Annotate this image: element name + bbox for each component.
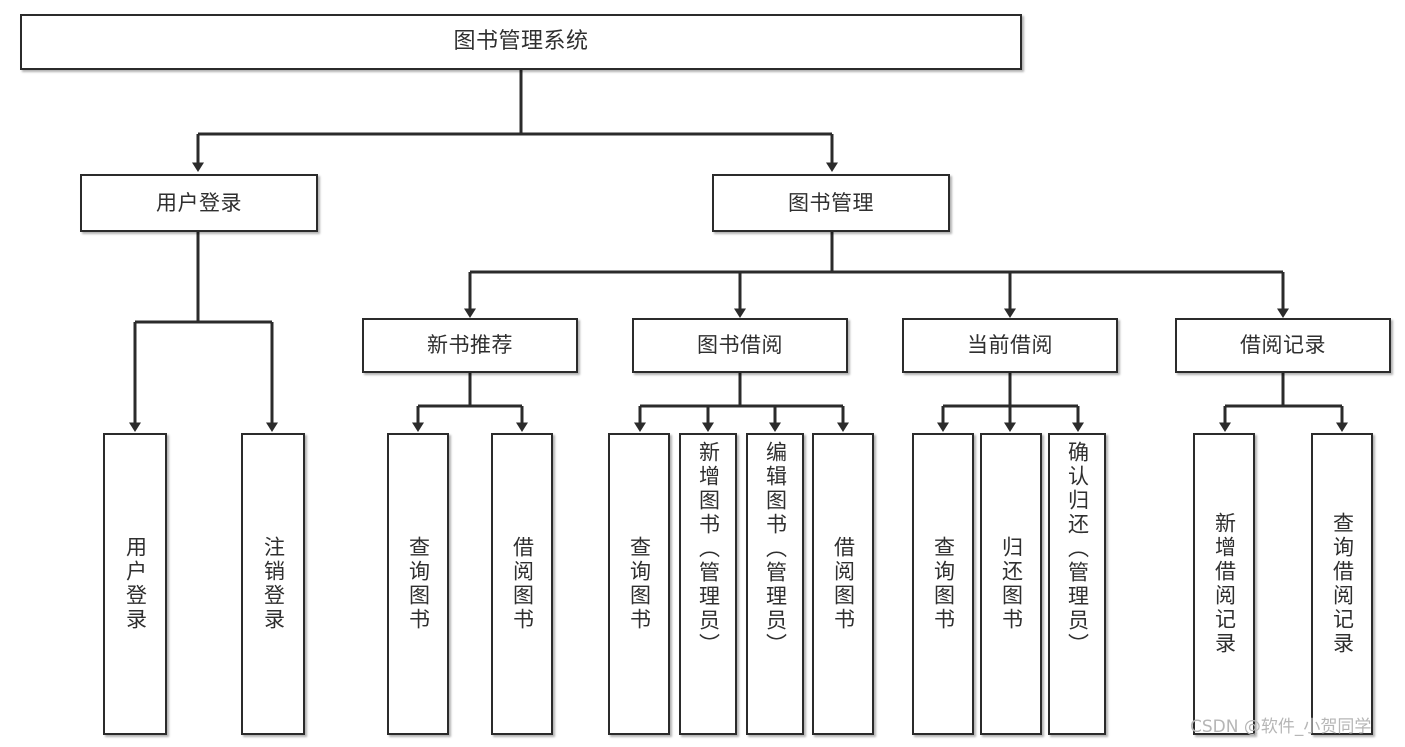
node-label: 查询借阅记录 [1330, 512, 1355, 656]
node-label: 新增借阅记录 [1212, 512, 1237, 656]
node-root-system[interactable]: 图书管理系统 [20, 14, 1022, 70]
node-label: 编辑图书（管理员） [763, 441, 788, 657]
node-book-management[interactable]: 图书管理 [712, 174, 950, 232]
node-label: 新增图书（管理员） [696, 441, 721, 657]
node-label: 借阅图书 [510, 536, 535, 632]
leaf-logout[interactable]: 注销登录 [241, 433, 305, 735]
leaf-user-login[interactable]: 用户登录 [103, 433, 167, 735]
node-new-book-recommend[interactable]: 新书推荐 [362, 318, 578, 373]
node-label: 查询图书 [931, 536, 956, 632]
node-label: 借阅记录 [1240, 333, 1326, 358]
watermark-label: CSDN @软件_小贺同学 [1190, 717, 1372, 737]
node-user-login[interactable]: 用户登录 [80, 174, 318, 232]
node-label: 归还图书 [999, 536, 1024, 632]
leaf-current-return-book[interactable]: 归还图书 [980, 433, 1042, 735]
leaf-current-query-book[interactable]: 查询图书 [912, 433, 974, 735]
node-label: 确认归还（管理员） [1065, 441, 1090, 657]
node-label: 借阅图书 [831, 536, 856, 632]
leaf-record-query-borrow-record[interactable]: 查询借阅记录 [1311, 433, 1373, 735]
node-label: 用户登录 [123, 536, 148, 632]
node-current-borrow[interactable]: 当前借阅 [902, 318, 1118, 373]
leaf-borrow-query-book[interactable]: 查询图书 [608, 433, 670, 735]
node-label: 用户登录 [156, 190, 242, 215]
leaf-recommend-query-book[interactable]: 查询图书 [387, 433, 449, 735]
node-label: 当前借阅 [967, 333, 1053, 358]
leaf-borrow-borrow-book[interactable]: 借阅图书 [812, 433, 874, 735]
node-label: 查询图书 [406, 536, 431, 632]
node-label: 图书管理系统 [453, 29, 589, 55]
leaf-recommend-borrow-book[interactable]: 借阅图书 [491, 433, 553, 735]
node-label: 图书管理 [788, 190, 874, 215]
leaf-record-add-borrow-record[interactable]: 新增借阅记录 [1193, 433, 1255, 735]
leaf-current-confirm-return-admin[interactable]: 确认归还（管理员） [1048, 433, 1106, 735]
leaf-borrow-add-book-admin[interactable]: 新增图书（管理员） [679, 433, 737, 735]
node-book-borrow[interactable]: 图书借阅 [632, 318, 848, 373]
node-borrow-record[interactable]: 借阅记录 [1175, 318, 1391, 373]
leaf-borrow-edit-book-admin[interactable]: 编辑图书（管理员） [746, 433, 804, 735]
node-label: 注销登录 [261, 536, 286, 632]
node-label: 图书借阅 [697, 333, 783, 358]
node-label: 查询图书 [627, 536, 652, 632]
node-label: 新书推荐 [427, 333, 513, 358]
